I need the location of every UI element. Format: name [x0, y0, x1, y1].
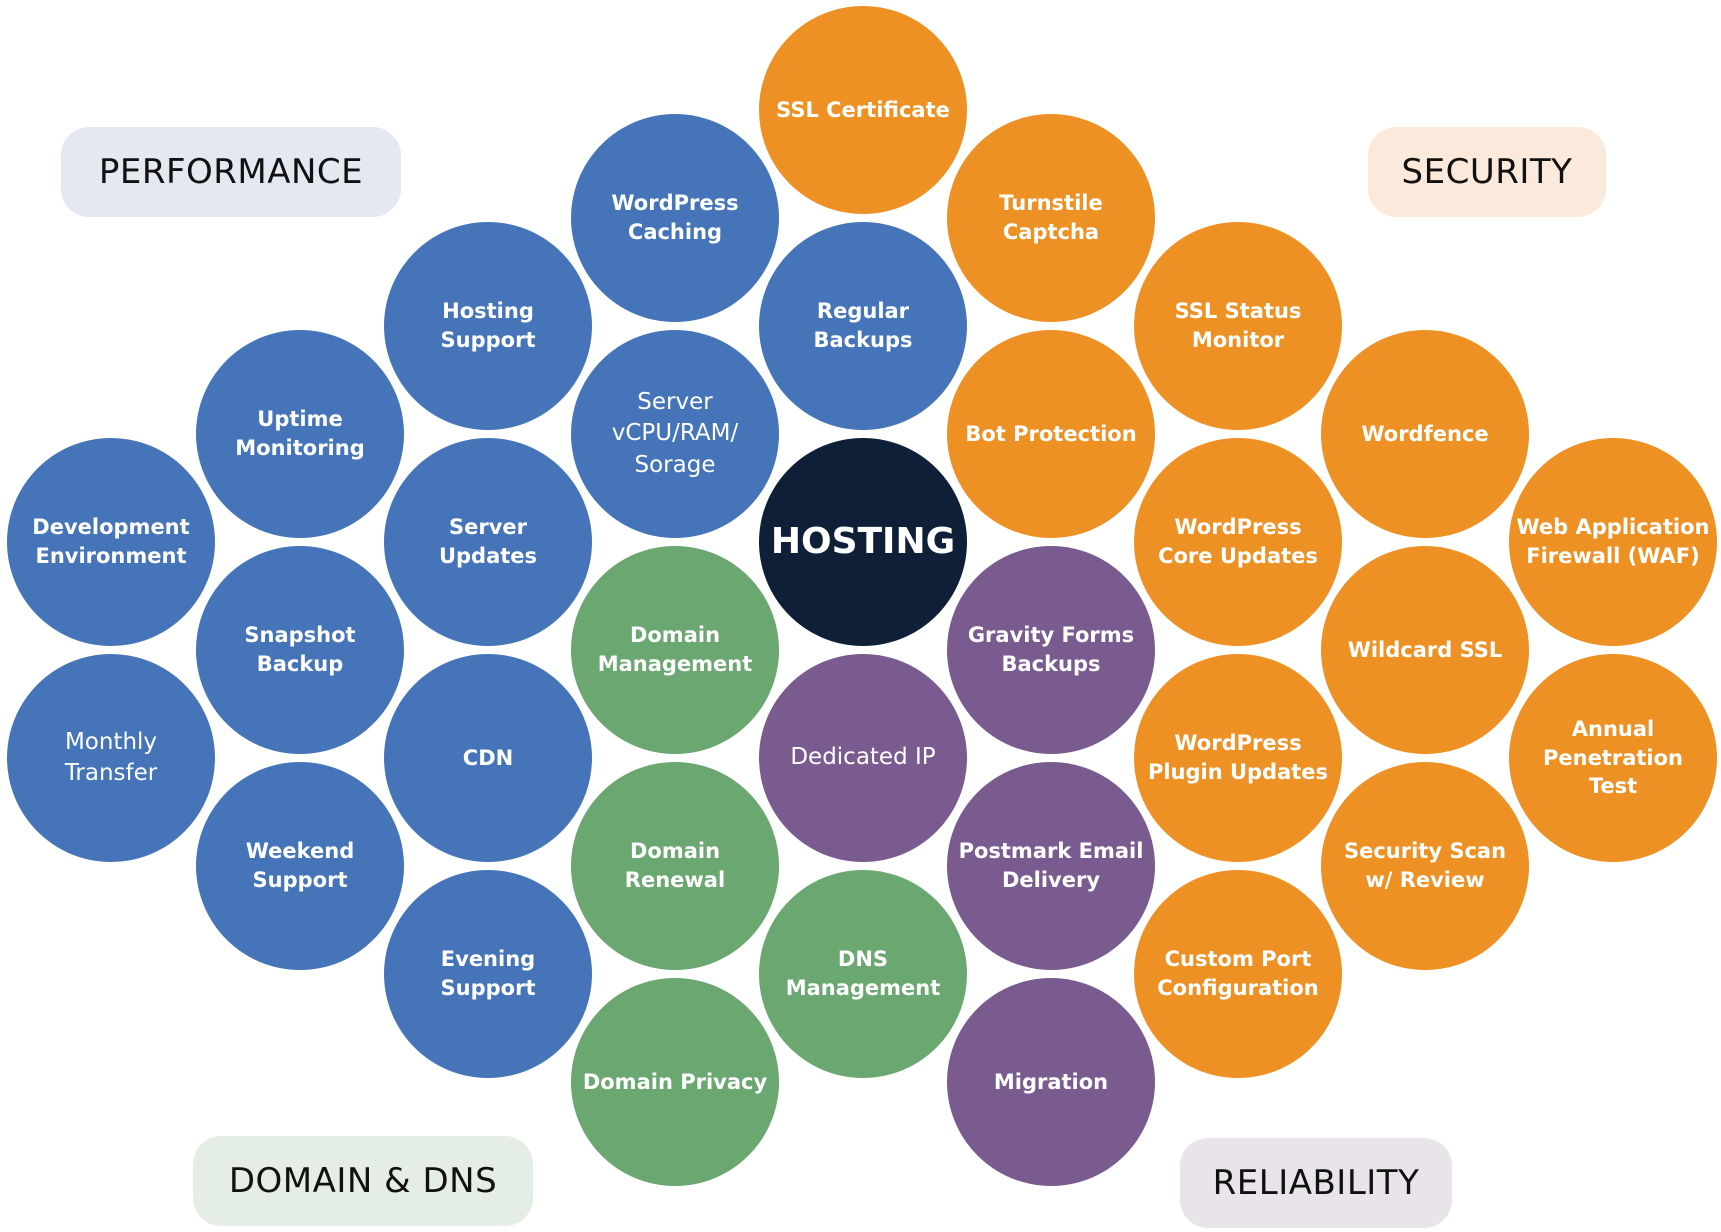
service-node-server-resources: Server vCPU/RAM/ Sorage — [571, 330, 779, 538]
service-node-turnstile-captcha: Turnstile Captcha — [947, 114, 1155, 322]
service-node-gravity-forms-backups: Gravity Forms Backups — [947, 546, 1155, 754]
service-node-evening-support: Evening Support — [384, 870, 592, 1078]
service-node-dedicated-ip: Dedicated IP — [759, 654, 967, 862]
service-node-wordpress-plugin-updates: WordPress Plugin Updates — [1134, 654, 1342, 862]
service-node-uptime-monitoring: Uptime Monitoring — [196, 330, 404, 538]
service-node-domain-privacy: Domain Privacy — [571, 978, 779, 1186]
service-node-cdn: CDN — [384, 654, 592, 862]
service-node-server-updates: Server Updates — [384, 438, 592, 646]
service-node-wildcard-ssl: Wildcard SSL — [1321, 546, 1529, 754]
service-node-domain-renewal: Domain Renewal — [571, 762, 779, 970]
service-node-weekend-support: Weekend Support — [196, 762, 404, 970]
category-label-reliability: RELIABILITY — [1180, 1138, 1452, 1228]
service-node-wordpress-caching: WordPress Caching — [571, 114, 779, 322]
service-node-development-environment: Development Environment — [7, 438, 215, 646]
service-node-web-application-firewall: Web Application Firewall (WAF) — [1509, 438, 1717, 646]
service-node-annual-penetration-test: Annual Penetration Test — [1509, 654, 1717, 862]
category-label-security: SECURITY — [1368, 127, 1606, 217]
service-node-ssl-status-monitor: SSL Status Monitor — [1134, 222, 1342, 430]
service-node-postmark-email-delivery: Postmark Email Delivery — [947, 762, 1155, 970]
service-node-hosting-support: Hosting Support — [384, 222, 592, 430]
service-node-custom-port-configuration: Custom Port Configuration — [1134, 870, 1342, 1078]
service-node-snapshot-backup: Snapshot Backup — [196, 546, 404, 754]
service-node-wordfence: Wordfence — [1321, 330, 1529, 538]
hosting-center-node: HOSTING — [759, 438, 967, 646]
service-node-dns-management: DNS Management — [759, 870, 967, 1078]
service-node-regular-backups: Regular Backups — [759, 222, 967, 430]
service-node-migration: Migration — [947, 978, 1155, 1186]
service-node-bot-protection: Bot Protection — [947, 330, 1155, 538]
service-node-ssl-certificate: SSL Certificate — [759, 6, 967, 214]
category-label-performance: PERFORMANCE — [61, 127, 401, 217]
service-node-domain-management: Domain Management — [571, 546, 779, 754]
service-node-security-scan-review: Security Scan w/ Review — [1321, 762, 1529, 970]
service-node-monthly-transfer: Monthly Transfer — [7, 654, 215, 862]
service-node-wordpress-core-updates: WordPress Core Updates — [1134, 438, 1342, 646]
category-label-domain-dns: DOMAIN & DNS — [193, 1136, 533, 1226]
